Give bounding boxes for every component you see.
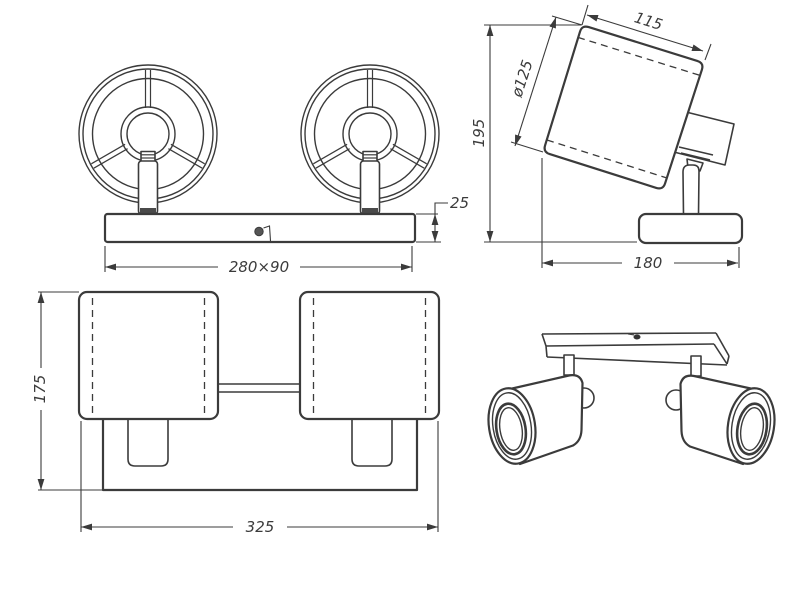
dim-label-base-depth: 180 [634,254,663,272]
dim-label-base-thickness: 25 [450,194,469,212]
dim-label-total-height: 195 [470,119,488,148]
spot-head-left [487,374,595,466]
mounting-base-side [637,212,744,245]
dim-label-fixture-height: 175 [31,375,49,404]
plate-screw [633,334,641,340]
dim-label-base-size: 280×90 [229,258,289,276]
shade-side-outline [543,25,704,190]
dim-label-shade-diameter: ø125 [508,58,537,100]
back-plate [101,417,419,492]
bottom-view: 175 325 [31,290,441,536]
persp-stem-right [690,355,702,377]
dim-label-fixture-width: 325 [246,518,275,536]
stem-right [351,419,393,467]
shade-left-bottom [77,290,220,421]
shade-right-bottom [298,290,441,421]
stem-left [127,419,169,467]
lamp-trim-left [494,402,528,456]
side-view: 115 ø125 195 180 [470,4,744,272]
front-view: 280×90 25 [78,64,469,276]
ceiling-plate [541,332,730,366]
swivel-stem [682,164,700,216]
lamp-trim-right [735,402,769,456]
spot-head-right [665,374,776,466]
persp-stem-left [563,354,575,376]
cable-screw [254,226,264,237]
perspective-view [487,332,776,466]
